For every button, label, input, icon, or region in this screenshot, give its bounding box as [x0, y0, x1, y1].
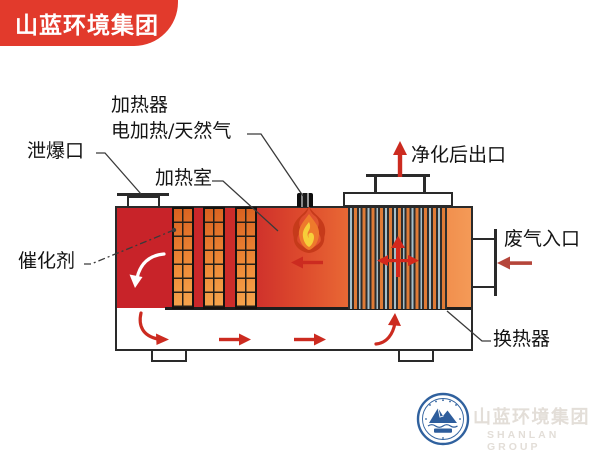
- flame-icon: [292, 205, 326, 253]
- outlet-pedestal-leg: [374, 176, 377, 193]
- white-turn-down-arrow-icon: [129, 252, 166, 288]
- catalyst-bed: [203, 207, 225, 309]
- chamber-left-arrow-icon: [291, 256, 323, 269]
- label-purified-outlet: 净化后出口: [411, 144, 507, 166]
- explosion-vent-flange: [117, 193, 169, 196]
- watermark-company-name: 山蓝环境集团: [473, 407, 590, 427]
- heat-flow-cross-icon: [377, 236, 419, 277]
- catalyst-bed: [235, 207, 257, 309]
- inlet-duct-flange: [494, 229, 497, 296]
- label-heater-type: 电加热/天然气: [111, 120, 232, 142]
- explosion-vent-box: [127, 196, 160, 208]
- label-heat-exchanger: 换热器: [493, 328, 551, 350]
- label-catalyst: 催化剂: [18, 250, 76, 272]
- chamber-floor-line: [165, 307, 471, 310]
- channel-right-arrow-icon: [294, 333, 326, 346]
- label-explosion-vent: 泄爆口: [27, 140, 85, 162]
- turn-up-arrow-icon: [374, 313, 401, 346]
- outlet-pedestal-leg: [423, 176, 426, 193]
- burner-nozzle: [297, 193, 313, 207]
- support-foot: [151, 349, 187, 362]
- brand-banner: 山蓝环境集团: [0, 0, 178, 46]
- catalyst-bed: [172, 207, 194, 309]
- turn-right-arrow-icon: [138, 311, 169, 345]
- inlet-left-arrow-icon: [497, 256, 532, 270]
- outlet-pedestal-base: [343, 192, 453, 207]
- label-heater: 加热器: [111, 94, 169, 116]
- outlet-up-arrow-icon: [393, 141, 407, 177]
- support-foot: [398, 349, 434, 362]
- mountain-circle-logo-icon: [416, 392, 470, 446]
- label-heating-chamber: 加热室: [155, 167, 213, 189]
- inlet-duct: [471, 238, 496, 288]
- brand-banner-text: 山蓝环境集团: [15, 12, 159, 38]
- channel-right-arrow-icon: [219, 333, 251, 346]
- watermark-company-name-en: SHANLAN GROUP: [487, 429, 560, 450]
- label-waste-gas-inlet: 废气入口: [504, 228, 581, 250]
